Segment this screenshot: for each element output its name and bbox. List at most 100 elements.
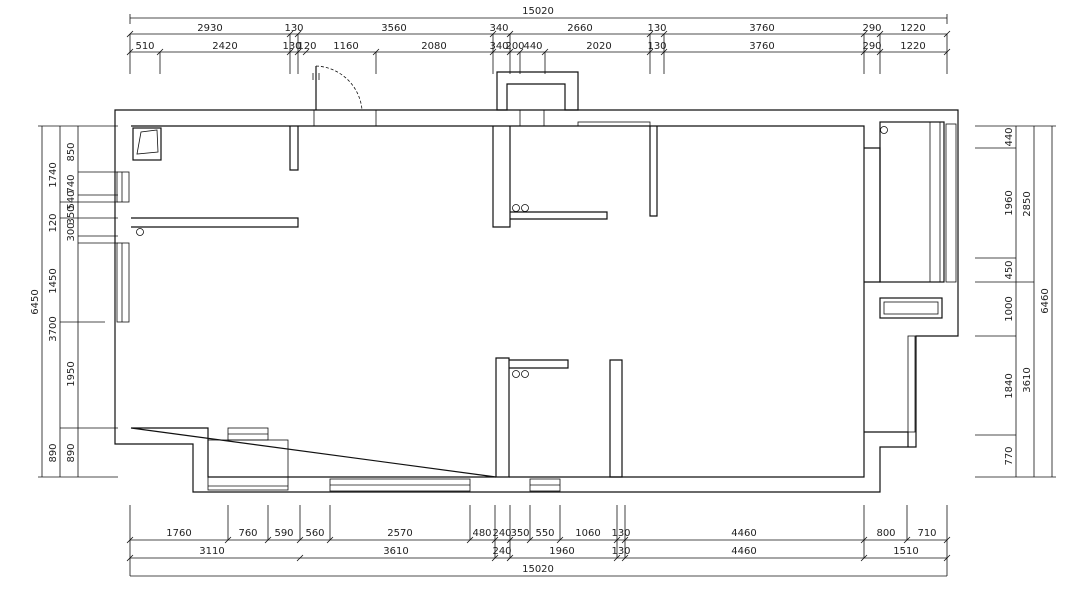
top-r2-label: 130 <box>282 41 301 52</box>
top-r1-label: 3760 <box>749 23 774 34</box>
top-r2-label: 1220 <box>900 41 925 52</box>
dimension-tick <box>491 554 499 562</box>
dimension-tick <box>860 30 868 38</box>
bottom-r1-label: 2570 <box>387 528 412 539</box>
bottom-r1-label: 1060 <box>575 528 600 539</box>
left-overall-label: 6450 <box>30 289 41 314</box>
bottom-r1-label: 130 <box>611 528 630 539</box>
dimension-tick <box>506 536 514 544</box>
bottom-r2-label: 3110 <box>199 546 224 557</box>
dimension-tick <box>126 554 134 562</box>
dimension-tick <box>613 536 621 544</box>
bottom-r1-label: 710 <box>917 528 936 539</box>
dimension-tick <box>943 536 951 544</box>
right-inner-label: 1840 <box>1004 373 1015 398</box>
right-inner-label: 1960 <box>1004 190 1015 215</box>
windows <box>116 121 957 492</box>
top-r2-label: 200 <box>505 41 524 52</box>
top-r2-label: 3760 <box>749 41 774 52</box>
top-r1-label: 1220 <box>900 23 925 34</box>
dimension-tick <box>126 48 134 56</box>
dimension-tick <box>876 48 884 56</box>
top-r1-label: 130 <box>284 23 303 34</box>
dimension-tick <box>556 536 564 544</box>
bottom-r1-label: 760 <box>238 528 257 539</box>
bottom-r1-label: 350 <box>510 528 529 539</box>
top-r2-label: 340 <box>489 41 508 52</box>
outer-walls <box>114 109 959 493</box>
left-inner-label: 740 <box>66 174 77 193</box>
right-overall-label: 6460 <box>1040 288 1051 313</box>
dimension-tick <box>506 554 514 562</box>
top-r2-label: 2420 <box>212 41 237 52</box>
top-bay <box>496 71 579 127</box>
left-outer-label: 3700 <box>48 316 59 341</box>
left-outer-label: 1740 <box>48 162 59 187</box>
top-r1-label: 290 <box>862 23 881 34</box>
left-inner-label: 540 <box>66 190 77 209</box>
dimension-tick <box>613 554 621 562</box>
left-inner-label: 890 <box>66 443 77 462</box>
top-dimensions: 15020 2930 130 3560 340 2660 130 3760 29… <box>129 6 948 74</box>
bottom-r2-label: 130 <box>611 546 630 557</box>
bottom-r1-label: 480 <box>472 528 491 539</box>
dimension-tick <box>286 48 294 56</box>
dimension-tick <box>860 554 868 562</box>
left-dimensions: 6450 1740 120 1450 3700 1950 890 850 740… <box>30 125 118 478</box>
bottom-dimensions: 1760 760 590 560 2570 480 240 350 550 10… <box>129 505 948 577</box>
dimension-tick <box>372 48 380 56</box>
bottom-r2-label: 240 <box>492 546 511 557</box>
left-inner-label: 300 <box>66 222 77 241</box>
bottom-r1-label: 800 <box>876 528 895 539</box>
left-outer-label: 890 <box>48 443 59 462</box>
dimension-tick <box>296 554 304 562</box>
bottom-overall-label: 15020 <box>522 564 554 575</box>
dimension-tick <box>860 48 868 56</box>
dimension-tick <box>660 30 668 38</box>
top-r2-label: 120 <box>297 41 316 52</box>
dimension-tick <box>943 554 951 562</box>
bottom-r2-label: 4460 <box>731 546 756 557</box>
dimension-tick <box>489 30 497 38</box>
dimension-tick <box>506 30 514 38</box>
dimension-tick <box>943 48 951 56</box>
left-inner-label: 850 <box>66 142 77 161</box>
bottom-r1-label: 560 <box>305 528 324 539</box>
dimension-tick <box>286 30 294 38</box>
dimension-tick <box>294 30 302 38</box>
left-inner-label: 350 <box>66 205 77 224</box>
top-r2-label: 130 <box>647 41 666 52</box>
right-inner-label: 440 <box>1004 127 1015 146</box>
dimension-tick <box>224 536 232 544</box>
dimension-tick <box>660 48 668 56</box>
right-outer-label: 2850 <box>1022 191 1033 216</box>
dimension-tick <box>294 48 302 56</box>
left-outer-label: 120 <box>48 213 59 232</box>
dimension-tick <box>860 536 868 544</box>
bottom-r2-label: 1960 <box>549 546 574 557</box>
dimension-tick <box>541 48 549 56</box>
top-r1-label: 2660 <box>567 23 592 34</box>
dimension-tick <box>489 48 497 56</box>
right-dimensions: 440 1960 450 1000 1840 770 2850 3610 646… <box>975 125 1056 478</box>
dimension-tick <box>491 536 499 544</box>
dimension-tick <box>326 536 334 544</box>
dimension-tick <box>126 30 134 38</box>
interior-walls <box>131 121 945 478</box>
top-r1-label: 3560 <box>381 23 406 34</box>
bottom-r2-label: 1510 <box>893 546 918 557</box>
dimension-tick <box>903 536 911 544</box>
dimension-tick <box>126 536 134 544</box>
top-r2-label: 510 <box>135 41 154 52</box>
dimension-tick <box>646 30 654 38</box>
bottom-r2-label: 3610 <box>383 546 408 557</box>
dimension-tick <box>526 536 534 544</box>
left-outer-label: 1950 <box>66 361 77 386</box>
dimension-tick <box>156 48 164 56</box>
top-r2-label: 1160 <box>333 41 358 52</box>
dimension-tick <box>466 536 474 544</box>
dimension-tick <box>296 536 304 544</box>
right-outer-label: 3610 <box>1022 367 1033 392</box>
right-inner-label: 450 <box>1004 260 1015 279</box>
